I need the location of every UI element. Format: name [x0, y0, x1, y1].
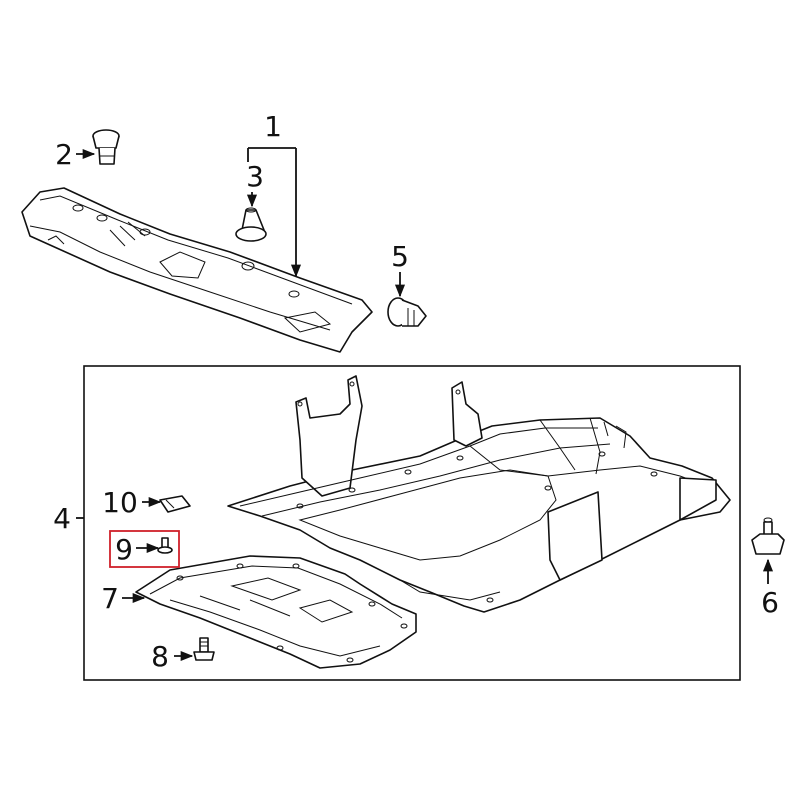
callout-5[interactable]: 5 — [391, 240, 409, 273]
assembly-group-frame — [83, 365, 741, 681]
push-clip-part-5[interactable] — [387, 297, 427, 327]
callout-10[interactable]: 10 — [102, 486, 138, 519]
leader-lines — [76, 147, 774, 662]
callout-6[interactable]: 6 — [761, 586, 779, 619]
callout-7[interactable]: 7 — [101, 582, 119, 615]
callout-8[interactable]: 8 — [151, 640, 169, 673]
callout-3[interactable]: 3 — [246, 160, 264, 193]
front-subframe[interactable] — [227, 375, 731, 613]
upper-splash-shield[interactable] — [21, 187, 373, 353]
callout-2[interactable]: 2 — [55, 138, 73, 171]
screw-part-9[interactable] — [157, 537, 173, 554]
lower-splash-shield[interactable] — [135, 555, 417, 669]
callout-1[interactable]: 1 — [264, 110, 282, 143]
highlight-box-part-9 — [109, 530, 180, 568]
callout-4[interactable]: 4 — [53, 502, 71, 535]
bolt-part-8[interactable] — [193, 637, 215, 661]
grommet-part-3[interactable] — [235, 207, 267, 242]
bolt-part-6[interactable] — [751, 517, 785, 555]
clip-part-2[interactable] — [92, 129, 120, 165]
clip-nut-part-10[interactable] — [159, 495, 191, 513]
callout-9[interactable]: 9 — [115, 533, 133, 566]
